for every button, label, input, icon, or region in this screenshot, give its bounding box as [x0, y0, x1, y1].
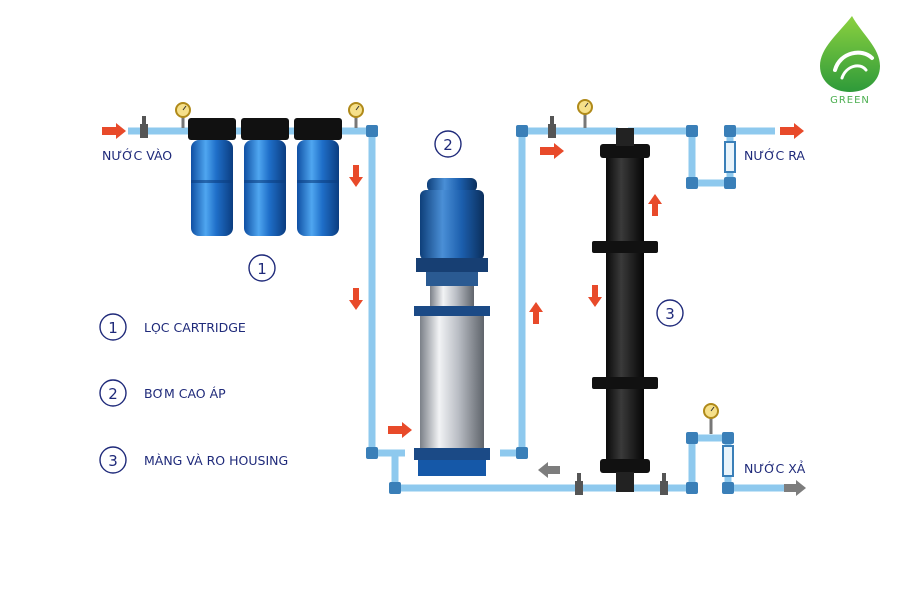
svg-text:3: 3 [108, 452, 118, 470]
arrow-right-icon [784, 480, 806, 496]
arrow-right-icon [780, 123, 804, 139]
arrow-up-icon [529, 302, 543, 324]
cartridge-filter [188, 118, 236, 236]
logo-text: GREEN [830, 95, 870, 106]
svg-text:1: 1 [108, 319, 118, 337]
legend-item-pump: 2 BƠM CAO ÁP [99, 379, 226, 407]
joint [686, 177, 698, 189]
valves [140, 116, 668, 495]
pump-outlet-pipe [500, 127, 618, 457]
joint [686, 432, 698, 444]
arrow-down-icon [349, 288, 363, 310]
drain-flowmeter [722, 445, 734, 477]
concentrate-valve [575, 481, 583, 495]
joint [366, 447, 378, 459]
high-pressure-pump [414, 178, 490, 476]
gray-flow-arrows [538, 462, 806, 496]
valve-handle [142, 116, 146, 124]
inlet-label: NƯỚC VÀO [102, 148, 172, 163]
brand-logo: GREEN [820, 16, 880, 106]
joint [724, 177, 736, 189]
permeate-flowmeter [724, 141, 736, 173]
legend-item-cartridge: 1 LỌC CARTRIDGE [99, 313, 246, 341]
legend: 1 LỌC CARTRIDGE 2 BƠM CAO ÁP 3 MÀNG VÀ R… [99, 313, 288, 474]
joint [366, 125, 378, 137]
cartridge-filters [188, 118, 342, 236]
arrow-down-icon [588, 285, 602, 307]
svg-text:BƠM CAO ÁP: BƠM CAO ÁP [144, 386, 226, 401]
svg-text:2: 2 [108, 385, 118, 403]
marker-pump: 2 [434, 130, 462, 158]
valve-handle [662, 473, 666, 481]
valve-handle [550, 116, 554, 124]
drain-label: NƯỚC XẢ [744, 460, 806, 476]
arrow-left-icon [538, 462, 560, 478]
marker-filter: 1 [248, 254, 276, 282]
joint [722, 432, 734, 444]
pressure-gauge-icon [348, 102, 364, 128]
ro-membrane-housing [592, 128, 658, 492]
outlet-label: NƯỚC RA [744, 148, 805, 163]
joint [724, 125, 736, 137]
gauges [175, 99, 719, 434]
svg-text:3: 3 [665, 305, 675, 323]
joint [516, 125, 528, 137]
pressure-gauge-icon [703, 403, 719, 434]
flow-arrows [102, 123, 804, 438]
joint [686, 125, 698, 137]
svg-text:2: 2 [443, 136, 453, 154]
joint [686, 482, 698, 494]
arrow-right-icon [102, 123, 126, 139]
marker-membrane: 3 [656, 299, 684, 327]
joint [389, 482, 401, 494]
permeate-pipe [628, 127, 775, 187]
joint [516, 447, 528, 459]
pressure-gauge-icon [175, 102, 191, 128]
drain-valve [660, 481, 668, 495]
flowmeters [722, 141, 736, 477]
legend-item-membrane: 3 MÀNG VÀ RO HOUSING [99, 446, 288, 474]
arrow-down-icon [349, 165, 363, 187]
valve-handle [577, 473, 581, 481]
arrow-right-icon [540, 143, 564, 159]
joint [722, 482, 734, 494]
cartridge-filter [241, 118, 289, 236]
inlet-valve [140, 124, 148, 138]
svg-text:1: 1 [257, 260, 267, 278]
pressure-gauge-icon [577, 99, 593, 128]
arrow-right-icon [388, 422, 412, 438]
pipe-joints [366, 125, 736, 494]
arrow-up-icon [648, 194, 662, 216]
svg-text:LỌC CARTRIDGE: LỌC CARTRIDGE [144, 320, 246, 335]
pump-outlet-valve [548, 124, 556, 138]
cartridge-filter [294, 118, 342, 236]
svg-text:MÀNG VÀ RO HOUSING: MÀNG VÀ RO HOUSING [144, 453, 288, 468]
